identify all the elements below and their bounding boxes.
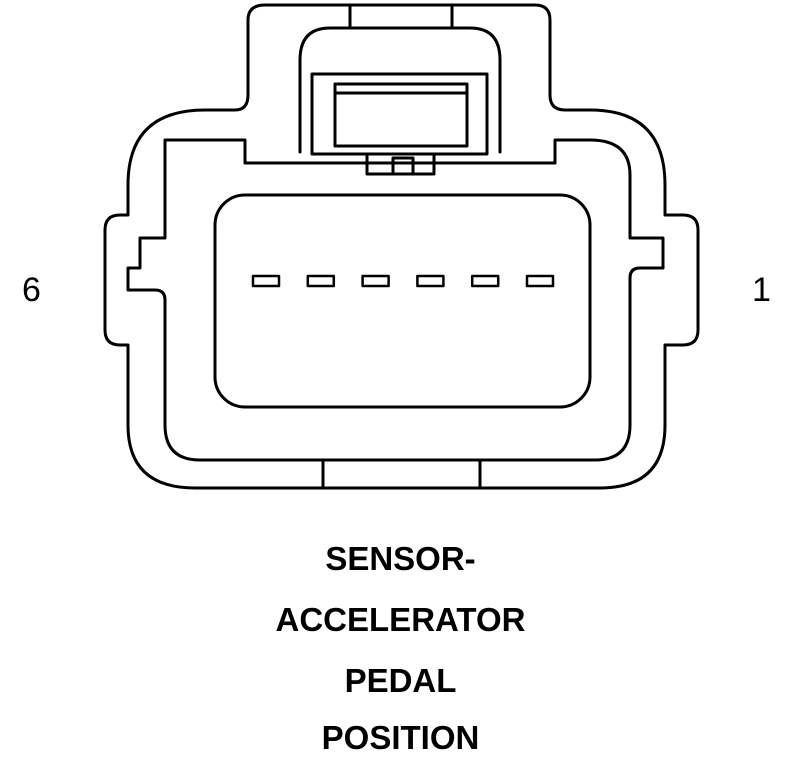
latch-body <box>333 82 469 148</box>
connector-housing-outer <box>103 3 700 490</box>
terminal-cavity <box>213 193 592 409</box>
terminal-slot <box>306 274 336 288</box>
connector-face-diagram <box>103 3 700 490</box>
terminal-row <box>251 274 555 288</box>
latch-housing <box>298 26 502 154</box>
terminal-slot <box>361 274 390 288</box>
pin-6-label: 6 <box>22 271 41 309</box>
caption-line-4: POSITION <box>321 719 480 756</box>
latch-lock-tab-inner <box>391 156 415 176</box>
terminal-slot <box>251 274 281 288</box>
terminal-slot <box>470 274 500 288</box>
terminal-slot <box>416 274 445 288</box>
latch-frame <box>310 72 489 156</box>
terminal-slot <box>525 274 555 288</box>
caption-line-2: ACCELERATOR <box>275 601 526 638</box>
caption-line-1: SENSOR- <box>325 540 476 577</box>
connector-housing-inner <box>126 138 665 462</box>
pin-1-label: 1 <box>752 271 771 309</box>
caption-line-3: PEDAL <box>344 662 457 699</box>
